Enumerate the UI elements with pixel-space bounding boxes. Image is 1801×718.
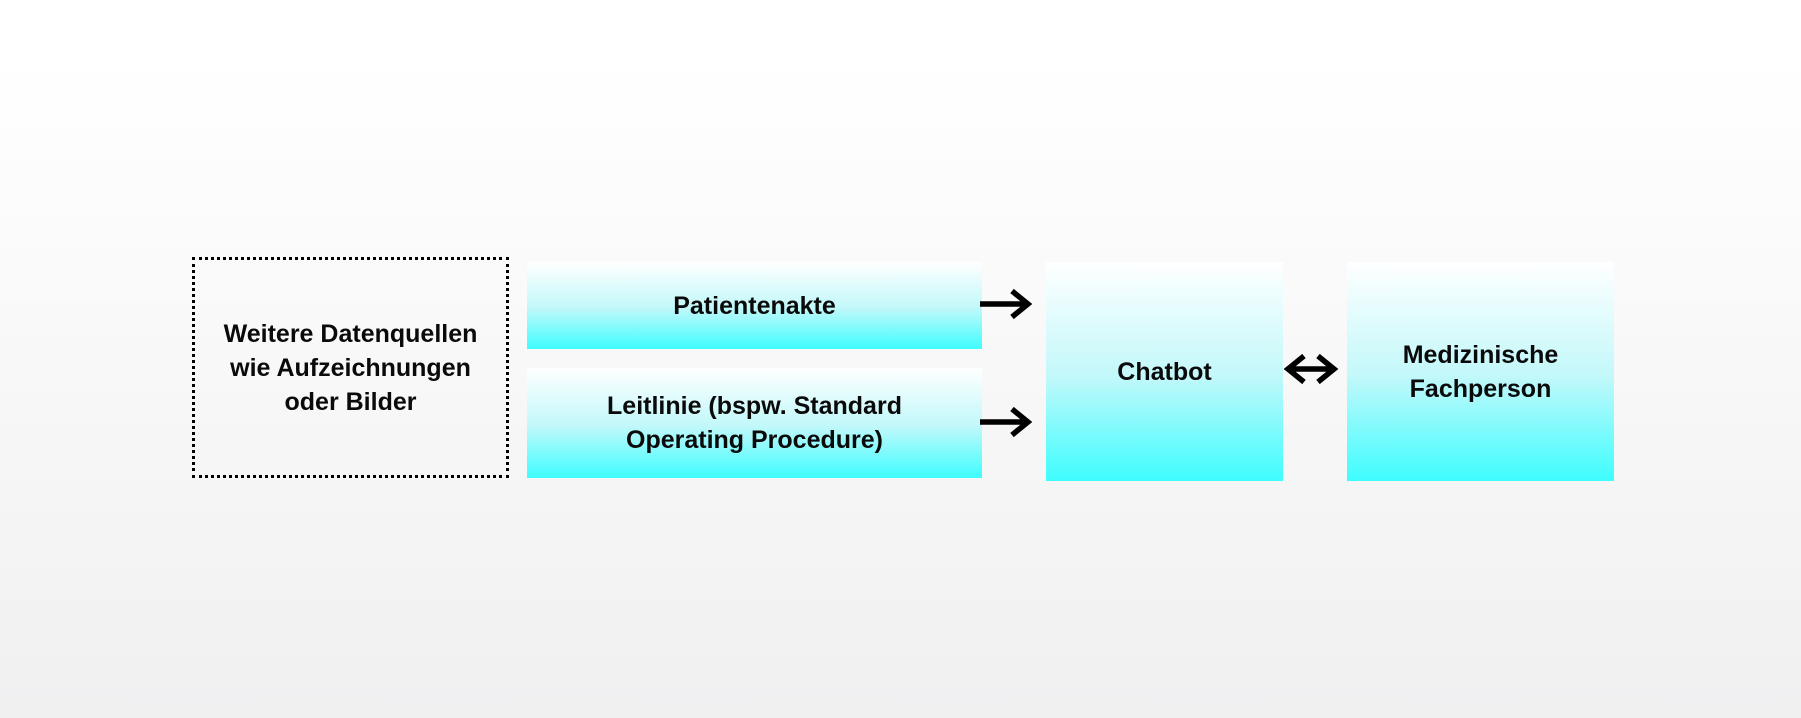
node-label-patientenakte: Patientenakte (673, 289, 836, 323)
node-label-medizinische-fachperson: Medizinische Fachperson (1403, 338, 1559, 406)
label-line: Weitere Datenquellen (223, 319, 478, 348)
connector-leitlinie-chatbot (980, 404, 1032, 440)
label-line: Patientenakte (673, 291, 836, 320)
node-chatbot: Chatbot (1046, 262, 1283, 481)
node-weitere-datenquellen: Weitere Datenquellen wie Aufzeichnungen … (192, 257, 509, 478)
node-leitlinie: Leitlinie (bspw. Standard Operating Proc… (527, 368, 982, 478)
node-medizinische-fachperson: Medizinische Fachperson (1347, 262, 1614, 481)
node-label-leitlinie: Leitlinie (bspw. Standard Operating Proc… (607, 389, 902, 457)
node-patientenakte: Patientenakte (527, 262, 982, 349)
connector-patientenakte-chatbot (980, 286, 1032, 322)
label-line: Fachperson (1409, 374, 1552, 403)
label-line: Operating Procedure) (626, 426, 883, 454)
label-line: wie Aufzeichnungen (230, 353, 471, 382)
connector-chatbot-medizinische-fachperson (1283, 351, 1339, 387)
double-arrow-icon (1283, 353, 1339, 385)
right-arrow-icon (980, 406, 1032, 438)
label-line: oder Bilder (284, 387, 417, 416)
right-arrow-icon (980, 288, 1032, 320)
label-line: Chatbot (1117, 357, 1212, 386)
label-line: Medizinische (1402, 340, 1559, 369)
label-line: Leitlinie (bspw. Standard (607, 392, 902, 420)
node-label-chatbot: Chatbot (1117, 355, 1211, 389)
node-label-weitere-datenquellen: Weitere Datenquellen wie Aufzeichnungen … (224, 317, 478, 419)
